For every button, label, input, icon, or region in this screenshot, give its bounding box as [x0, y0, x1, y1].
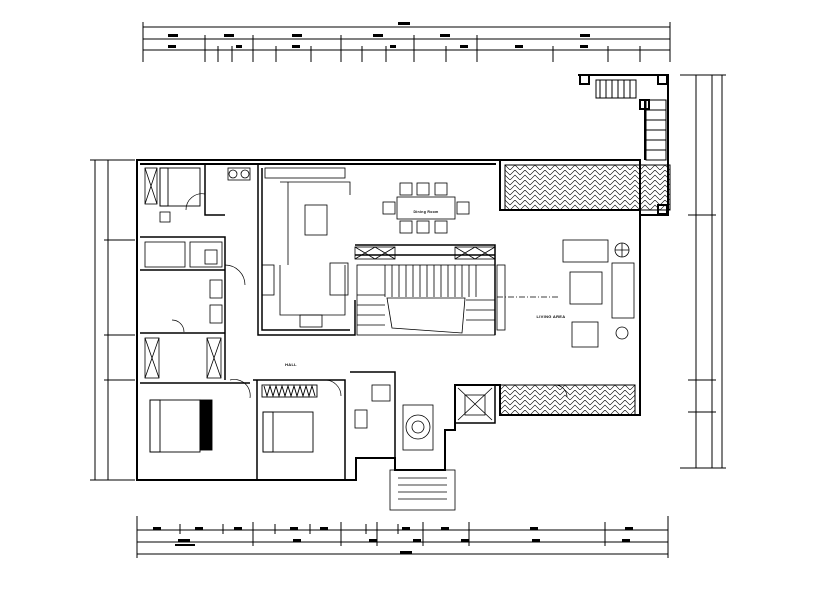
central-stair [356, 264, 496, 336]
living-furniture [496, 239, 635, 348]
right-dimensions [680, 74, 726, 469]
room-label-living: LIVING AREA [536, 314, 566, 319]
kitchen [261, 167, 351, 328]
beds [149, 167, 318, 453]
bottom-dimensions [136, 516, 669, 558]
interior-walls [140, 164, 496, 480]
exterior-stair-north [579, 74, 668, 215]
exterior-walls [136, 74, 669, 481]
terrace-south [499, 384, 636, 416]
dining-table [382, 182, 470, 234]
entry-foyer [389, 384, 496, 511]
room-label-hall: HALL [285, 362, 297, 367]
top-dimensions [142, 22, 671, 62]
bottom-dimension-values [153, 527, 633, 554]
left-dimensions [90, 159, 135, 481]
doors [171, 193, 568, 399]
terrace-north [504, 164, 671, 211]
bathroom-fixtures [144, 167, 391, 429]
wardrobes [144, 167, 496, 379]
top-dimension-values [168, 22, 590, 48]
room-label-dining: Dining Room [413, 210, 439, 214]
